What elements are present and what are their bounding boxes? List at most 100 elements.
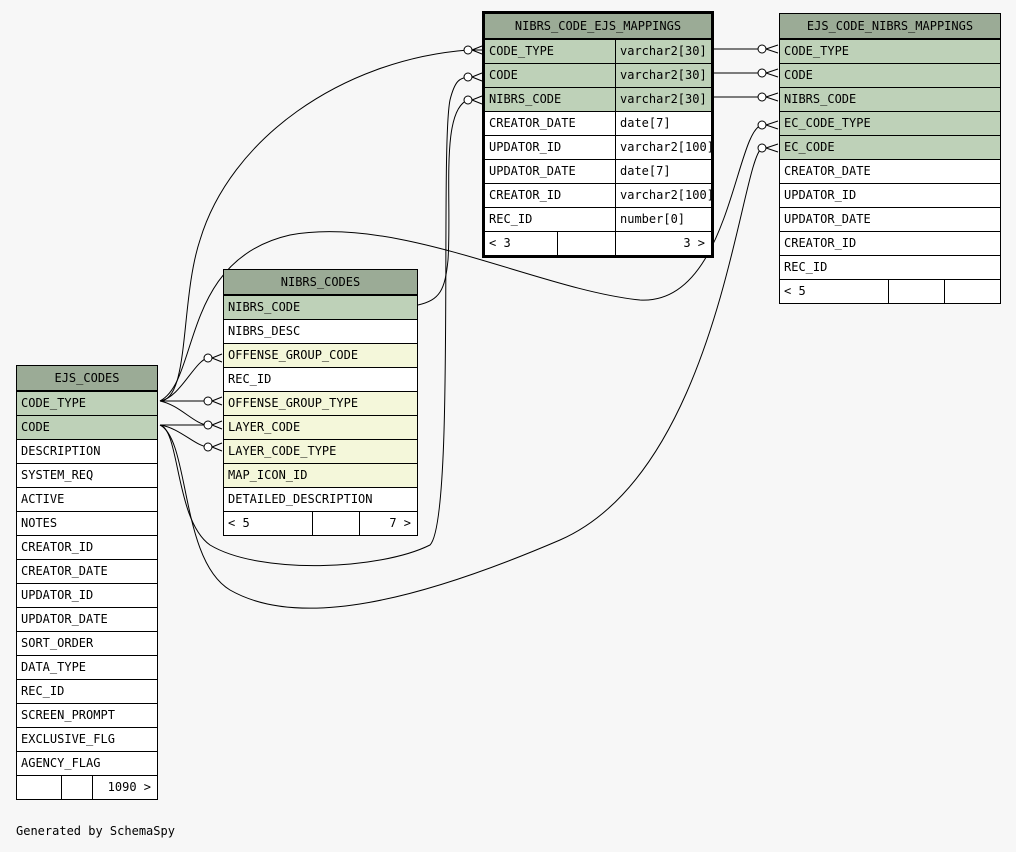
column-name: REC_ID <box>21 684 65 698</box>
column-name: CODE <box>784 68 813 82</box>
children-link[interactable]: 3 > <box>615 232 711 255</box>
column-name: EC_CODE_TYPE <box>784 116 871 130</box>
column-row[interactable]: OFFENSE_GROUP_CODE <box>224 343 417 367</box>
generated-by-text: Generated by SchemaSpy <box>16 824 175 838</box>
column-name: ACTIVE <box>21 492 65 506</box>
column-row[interactable]: DATA_TYPE <box>17 655 157 679</box>
column-name: NIBRS_DESC <box>228 324 301 338</box>
column-row[interactable]: UPDATOR_DATE <box>780 207 1000 231</box>
column-row[interactable]: LAYER_CODE_TYPE <box>224 439 417 463</box>
column-name: CREATOR_ID <box>489 188 562 202</box>
column-name: SYSTEM_REQ <box>21 468 94 482</box>
column-row[interactable]: AGENCY_FLAG <box>17 751 157 775</box>
column-row[interactable]: CODE_TYPE <box>780 39 1000 63</box>
column-row[interactable]: CREATOR_ID <box>17 535 157 559</box>
column-row[interactable]: NIBRS_CODE varchar2[30] <box>485 87 711 111</box>
table-footer: < 5 <box>780 279 1000 303</box>
column-row[interactable]: EC_CODE_TYPE <box>780 111 1000 135</box>
column-row[interactable]: CREATOR_ID <box>780 231 1000 255</box>
column-name: DETAILED_DESCRIPTION <box>228 492 373 506</box>
column-row[interactable]: CREATOR_DATE <box>780 159 1000 183</box>
column-row[interactable]: DETAILED_DESCRIPTION <box>224 487 417 511</box>
column-row[interactable]: CODE <box>17 415 157 439</box>
column-name: UPDATOR_ID <box>784 188 857 202</box>
column-row[interactable]: SORT_ORDER <box>17 631 157 655</box>
column-name: LAYER_CODE_TYPE <box>228 444 337 458</box>
table-nibrs-codes[interactable]: NIBRS_CODES NIBRS_CODE NIBRS_DESC OFFENS… <box>223 269 418 536</box>
column-name: LAYER_CODE <box>228 420 301 434</box>
column-row[interactable]: NOTES <box>17 511 157 535</box>
column-name: CREATOR_ID <box>784 236 857 250</box>
table-footer: 1090 > <box>17 775 157 799</box>
column-row[interactable]: NIBRS_CODE <box>780 87 1000 111</box>
column-name: AGENCY_FLAG <box>21 756 101 770</box>
parents-link[interactable] <box>17 776 61 799</box>
table-title[interactable]: EJS_CODES <box>17 366 157 391</box>
column-name: UPDATOR_DATE <box>489 164 576 178</box>
column-row[interactable]: EXCLUSIVE_FLG <box>17 727 157 751</box>
column-name: UPDATOR_ID <box>21 588 94 602</box>
column-type: number[0] <box>615 208 711 231</box>
column-row[interactable]: UPDATOR_ID varchar2[100] <box>485 135 711 159</box>
parents-link[interactable]: < 5 <box>784 284 806 298</box>
column-name: CREATOR_ID <box>21 540 94 554</box>
column-name: EXCLUSIVE_FLG <box>21 732 115 746</box>
column-row[interactable]: DESCRIPTION <box>17 439 157 463</box>
column-row[interactable]: ACTIVE <box>17 487 157 511</box>
column-name: MAP_ICON_ID <box>228 468 308 482</box>
table-nibrs-code-ejs-mappings[interactable]: NIBRS_CODE_EJS_MAPPINGS CODE_TYPE varcha… <box>482 11 714 258</box>
column-type: date[7] <box>615 160 711 183</box>
column-row[interactable]: REC_ID <box>224 367 417 391</box>
column-name: CREATOR_DATE <box>784 164 871 178</box>
column-row[interactable]: OFFENSE_GROUP_TYPE <box>224 391 417 415</box>
column-name: NIBRS_CODE <box>784 92 857 106</box>
column-row[interactable]: LAYER_CODE <box>224 415 417 439</box>
column-row[interactable]: CODE <box>780 63 1000 87</box>
footer-middle <box>61 776 92 799</box>
column-name: UPDATOR_DATE <box>21 612 108 626</box>
column-row[interactable]: MAP_ICON_ID <box>224 463 417 487</box>
parents-link[interactable]: < 3 <box>489 236 511 250</box>
column-name: DATA_TYPE <box>21 660 87 674</box>
column-row[interactable]: NIBRS_CODE <box>224 295 417 319</box>
column-row[interactable]: CREATOR_ID varchar2[100] <box>485 183 711 207</box>
column-row[interactable]: UPDATOR_DATE <box>17 607 157 631</box>
column-row[interactable]: REC_ID <box>17 679 157 703</box>
column-name: NIBRS_CODE <box>489 92 562 106</box>
column-row[interactable]: CREATOR_DATE <box>17 559 157 583</box>
column-row[interactable]: UPDATOR_DATE date[7] <box>485 159 711 183</box>
column-row[interactable]: REC_ID <box>780 255 1000 279</box>
column-name: CODE <box>21 420 50 434</box>
column-type: varchar2[100] <box>615 136 711 159</box>
column-row[interactable]: UPDATOR_ID <box>17 583 157 607</box>
column-type: varchar2[30] <box>615 40 711 63</box>
edge-ejs-codetype-to-layer-code <box>159 400 209 426</box>
edge-ejs-to-offense-group-code <box>159 357 209 402</box>
column-row[interactable]: UPDATOR_ID <box>780 183 1000 207</box>
column-name: NIBRS_CODE <box>228 300 301 314</box>
column-type: varchar2[30] <box>615 88 711 111</box>
column-row[interactable]: REC_ID number[0] <box>485 207 711 231</box>
column-row[interactable]: CODE_TYPE <box>17 391 157 415</box>
parents-link[interactable]: < 5 <box>228 516 250 530</box>
column-name: REC_ID <box>228 372 272 386</box>
children-link[interactable]: 7 > <box>359 512 417 535</box>
column-row[interactable]: CODE_TYPE varchar2[30] <box>485 39 711 63</box>
column-name: CODE <box>489 68 518 82</box>
children-link[interactable] <box>944 280 1000 303</box>
column-row[interactable]: CREATOR_DATE date[7] <box>485 111 711 135</box>
table-title[interactable]: NIBRS_CODE_EJS_MAPPINGS <box>485 14 711 39</box>
column-row[interactable]: CODE varchar2[30] <box>485 63 711 87</box>
column-name: SORT_ORDER <box>21 636 94 650</box>
column-row[interactable]: SCREEN_PROMPT <box>17 703 157 727</box>
table-ejs-code-nibrs-mappings[interactable]: EJS_CODE_NIBRS_MAPPINGS CODE_TYPE CODE N… <box>779 13 1001 304</box>
column-row[interactable]: EC_CODE <box>780 135 1000 159</box>
column-name: UPDATOR_DATE <box>784 212 871 226</box>
column-row[interactable]: NIBRS_DESC <box>224 319 417 343</box>
children-link[interactable]: 1090 > <box>92 776 157 799</box>
table-ejs-codes[interactable]: EJS_CODES CODE_TYPE CODE DESCRIPTION SYS… <box>16 365 158 800</box>
table-title[interactable]: EJS_CODE_NIBRS_MAPPINGS <box>780 14 1000 39</box>
table-title[interactable]: NIBRS_CODES <box>224 270 417 295</box>
column-type: varchar2[30] <box>615 64 711 87</box>
column-row[interactable]: SYSTEM_REQ <box>17 463 157 487</box>
